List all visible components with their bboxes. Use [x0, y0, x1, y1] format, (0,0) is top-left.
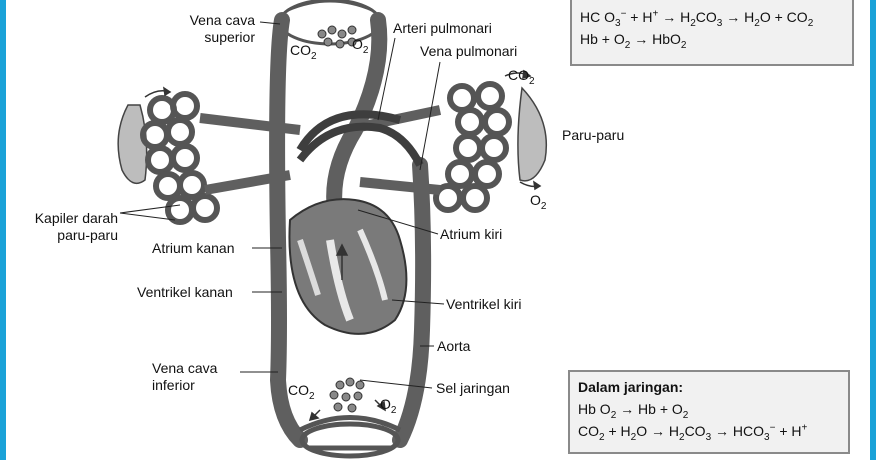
pulmonary-vessels	[296, 110, 424, 167]
flow-arrows	[144, 69, 542, 422]
lung-equation-2: Hb + O2 → HbO2	[580, 31, 687, 51]
lung-equation-1: HC O3− + H+ → H2CO3 → H2O + CO2	[580, 8, 814, 29]
label-vena-cava-superior: Vena cava superior	[189, 12, 255, 45]
label-co2-right-lung: CO2	[508, 67, 535, 87]
tissue-equation-1: Hb O2 → Hb + O2	[578, 401, 689, 421]
label-ventrikel-kanan: Ventrikel kanan	[137, 284, 233, 300]
tissue-equation-2: CO2 + H2O → H2CO3 → HCO3− + H+	[578, 422, 808, 443]
lung-equation-box: HC O3− + H+ → H2CO3 → H2O + CO2 Hb + O2 …	[570, 0, 854, 66]
tissue-equation-box: Dalam jaringan: Hb O2 → Hb + O2 CO2 + H2…	[568, 370, 850, 454]
label-ventrikel-kiri: Ventrikel kiri	[446, 296, 522, 312]
heart	[288, 198, 408, 335]
tissue-box-title: Dalam jaringan:	[578, 379, 684, 395]
frame-left-border	[0, 0, 6, 460]
label-sel-jaringan: Sel jaringan	[436, 380, 510, 396]
left-lung	[117, 91, 301, 225]
label-vena-pulmonari: Vena pulmonari	[420, 43, 518, 59]
right-lung	[353, 81, 548, 213]
leader-lines	[119, 21, 445, 389]
label-co2-tissue: CO2	[288, 382, 315, 402]
blood-cells-tissue	[329, 377, 365, 413]
label-atrium-kiri: Atrium kiri	[440, 226, 503, 242]
label-o2-tissue: O2	[380, 396, 397, 416]
label-o2-right-lung: O2	[530, 192, 547, 212]
frame-right-border	[870, 0, 876, 460]
label-paru-paru: Paru-paru	[562, 127, 625, 143]
label-kapiler-darah: Kapiler darah paru-paru	[34, 210, 118, 243]
label-vena-cava-inferior: Vena cava inferior	[152, 360, 218, 393]
label-arteri-pulmonari: Arteri pulmonari	[393, 20, 492, 36]
label-atrium-kanan: Atrium kanan	[152, 240, 235, 256]
tissue-capillary-bed	[298, 415, 402, 459]
label-aorta: Aorta	[437, 338, 471, 354]
label-o2-lung: O2	[352, 36, 369, 56]
blood-cells-lung	[317, 25, 357, 49]
label-co2-lung: CO2	[290, 42, 317, 62]
